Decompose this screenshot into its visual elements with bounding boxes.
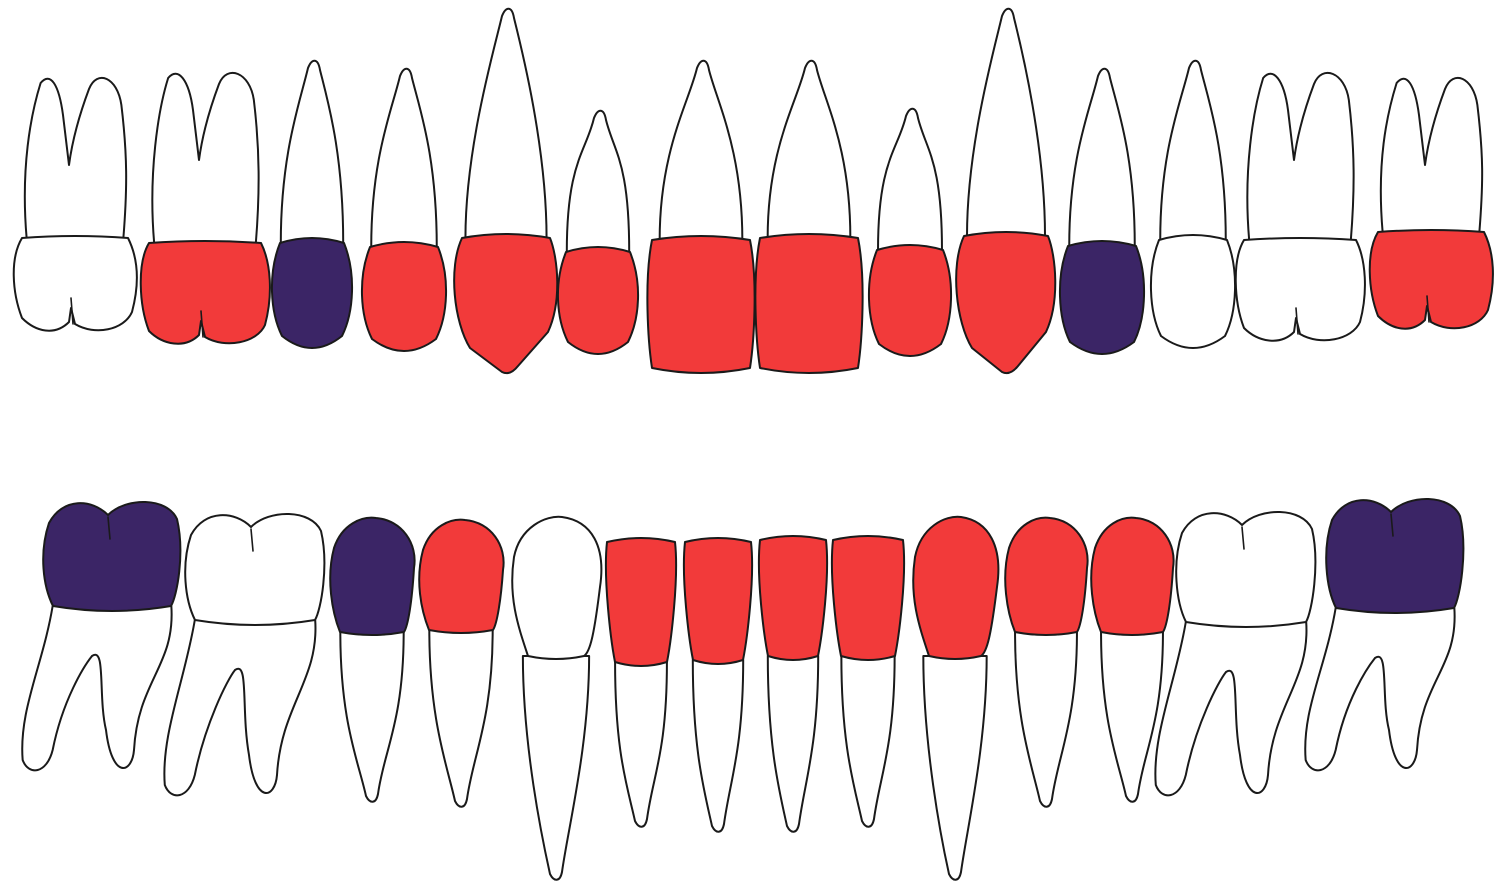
upper-right-first-premolar-pos-root	[281, 61, 343, 243]
lower-left-first-premolar-crown	[1005, 518, 1087, 635]
upper-left-second-premolar-crown	[1151, 235, 1235, 348]
lower-right-second-premolar-crown	[330, 518, 414, 635]
upper-right-canine-crown	[454, 234, 557, 373]
lower-left-first-molar-crown	[1176, 512, 1315, 627]
upper-left-second-premolar	[1151, 61, 1235, 348]
lower-left-second-premolar-crown	[1091, 518, 1173, 635]
upper-left-central-incisor-root	[768, 61, 851, 238]
upper-right-canine-root	[465, 9, 546, 238]
upper-right-premolar-crown	[362, 242, 446, 351]
lower-left-lateral-incisor-crown	[832, 536, 904, 660]
lower-right-second-molar	[22, 502, 180, 770]
lower-right-lateral-incisor	[606, 538, 676, 827]
lower-left-central-incisor	[759, 536, 827, 832]
lower-right-central-incisor	[684, 538, 752, 832]
upper-left-first-molar	[1236, 73, 1365, 341]
lower-right-canine-root	[523, 656, 589, 880]
lower-left-second-molar	[1305, 499, 1463, 770]
upper-left-second-molar-root	[1381, 78, 1482, 232]
upper-left-central-incisor	[755, 61, 862, 373]
upper-left-premolar	[1060, 69, 1144, 354]
lower-left-central-incisor-crown	[759, 536, 827, 660]
upper-right-second-molar	[141, 73, 270, 344]
upper-right-central-incisor-root	[660, 61, 743, 240]
upper-right-second-molar-root	[152, 73, 258, 243]
lower-left-first-premolar-root	[1015, 632, 1077, 807]
lower-right-lateral-incisor-crown	[606, 538, 676, 666]
upper-left-second-premolar-root	[1160, 61, 1226, 240]
upper-right-third-molar-root	[25, 78, 126, 238]
lower-right-first-premolar-crown	[419, 520, 503, 633]
lower-right-first-molar-crown	[185, 514, 324, 625]
lower-right-canine	[512, 517, 601, 880]
upper-right-first-premolar-pos-crown	[272, 238, 352, 348]
upper-left-first-molar-crown	[1236, 238, 1365, 341]
lower-right-second-premolar	[330, 518, 414, 802]
lower-left-canine-crown	[913, 517, 998, 659]
lower-left-first-molar	[1155, 512, 1315, 795]
lower-left-lateral-incisor-root	[841, 656, 894, 827]
upper-right-lateral-incisor-root	[567, 111, 629, 252]
upper-left-central-incisor-crown	[755, 234, 862, 373]
lower-right-second-premolar-root	[340, 632, 403, 802]
lower-left-lateral-incisor	[832, 536, 904, 827]
lower-left-first-premolar	[1005, 518, 1087, 807]
upper-right-premolar-root	[371, 69, 437, 247]
upper-left-premolar-crown	[1060, 241, 1144, 354]
upper-right-third-molar	[14, 78, 137, 331]
lower-right-first-premolar	[419, 520, 503, 807]
upper-left-lateral-incisor-crown	[869, 245, 951, 356]
upper-right-premolar	[362, 69, 446, 351]
upper-right-second-molar-crown	[141, 241, 270, 344]
upper-right-central-incisor	[647, 61, 754, 373]
upper-right-first-premolar-pos	[272, 61, 352, 348]
lower-right-central-incisor-root	[693, 660, 743, 832]
lower-left-second-molar-root	[1305, 608, 1454, 770]
lower-left-second-molar-crown	[1326, 499, 1463, 613]
lower-left-canine	[913, 517, 998, 880]
lower-right-first-premolar-root	[429, 630, 492, 807]
lower-arch	[22, 499, 1463, 880]
upper-right-lateral-incisor-crown	[558, 247, 638, 354]
upper-right-third-molar-crown	[14, 236, 137, 331]
upper-left-second-molar	[1370, 78, 1493, 329]
lower-left-second-premolar-root	[1101, 632, 1163, 802]
lower-right-first-molar-root	[164, 620, 315, 795]
lower-right-second-molar-root	[22, 606, 171, 770]
upper-left-canine	[956, 9, 1055, 373]
lower-left-first-molar-root	[1155, 622, 1306, 795]
lower-right-second-molar-crown	[43, 502, 180, 611]
upper-right-lateral-incisor	[558, 111, 638, 354]
upper-right-canine	[454, 9, 557, 373]
lower-right-lateral-incisor-root	[615, 662, 667, 827]
lower-left-canine-root	[923, 656, 986, 880]
upper-left-canine-root	[967, 9, 1045, 236]
upper-left-lateral-incisor	[869, 109, 951, 356]
upper-left-premolar-root	[1069, 69, 1135, 246]
upper-arch	[14, 9, 1493, 373]
lower-right-first-molar	[164, 514, 324, 795]
upper-left-canine-crown	[956, 232, 1055, 373]
upper-left-second-molar-crown	[1370, 230, 1493, 329]
upper-right-central-incisor-crown	[647, 236, 754, 373]
upper-left-first-molar-root	[1247, 73, 1353, 240]
lower-right-canine-crown	[512, 517, 601, 659]
lower-right-central-incisor-crown	[684, 538, 752, 664]
upper-left-lateral-incisor-root	[878, 109, 942, 250]
lower-left-central-incisor-root	[768, 656, 818, 832]
